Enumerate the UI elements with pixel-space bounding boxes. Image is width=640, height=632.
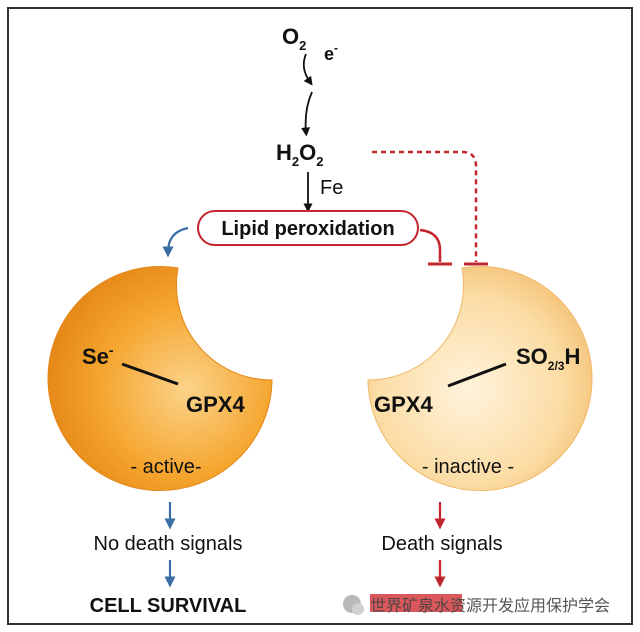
- electron-label: e-: [324, 41, 338, 64]
- h2o2-label: H2O2: [276, 140, 323, 169]
- active-state-label: - active-: [130, 456, 201, 478]
- watermark-label: 世界矿泉水资源开发应用保护学会: [370, 596, 610, 615]
- so-label: SO2/3H: [516, 344, 580, 373]
- inactive-state-label: - inactive -: [422, 456, 514, 478]
- se-label: Se-: [82, 342, 114, 369]
- o2-arrow-2: [301, 91, 313, 137]
- lipid-peroxidation-box: [197, 210, 419, 246]
- o2-label: O2: [282, 24, 306, 53]
- lipid-peroxidation-label: Lipid peroxidation: [221, 218, 394, 240]
- inactive-gpx4-label: GPX4: [374, 392, 433, 417]
- death-signals-label: Death signals: [381, 533, 502, 555]
- fe-label: Fe: [320, 177, 343, 199]
- h2o2-inhibition-dashed-path: [372, 150, 478, 262]
- active-gpx4-label: GPX4: [186, 392, 245, 417]
- lipid-inhibition-path: [419, 228, 442, 262]
- o2-arrow-1: [302, 53, 313, 86]
- lipid-to-active-arrow: [162, 226, 189, 258]
- so-bond: [447, 362, 507, 388]
- cell-survival-label: CELL SURVIVAL: [90, 595, 247, 617]
- no-death-signals-label: No death signals: [94, 533, 243, 555]
- wechat-icon-dot: [352, 603, 364, 615]
- se-bond: [121, 362, 179, 386]
- inactive-gpx4-crescent: [367, 266, 593, 492]
- obscured-outcome-mark: [370, 594, 462, 612]
